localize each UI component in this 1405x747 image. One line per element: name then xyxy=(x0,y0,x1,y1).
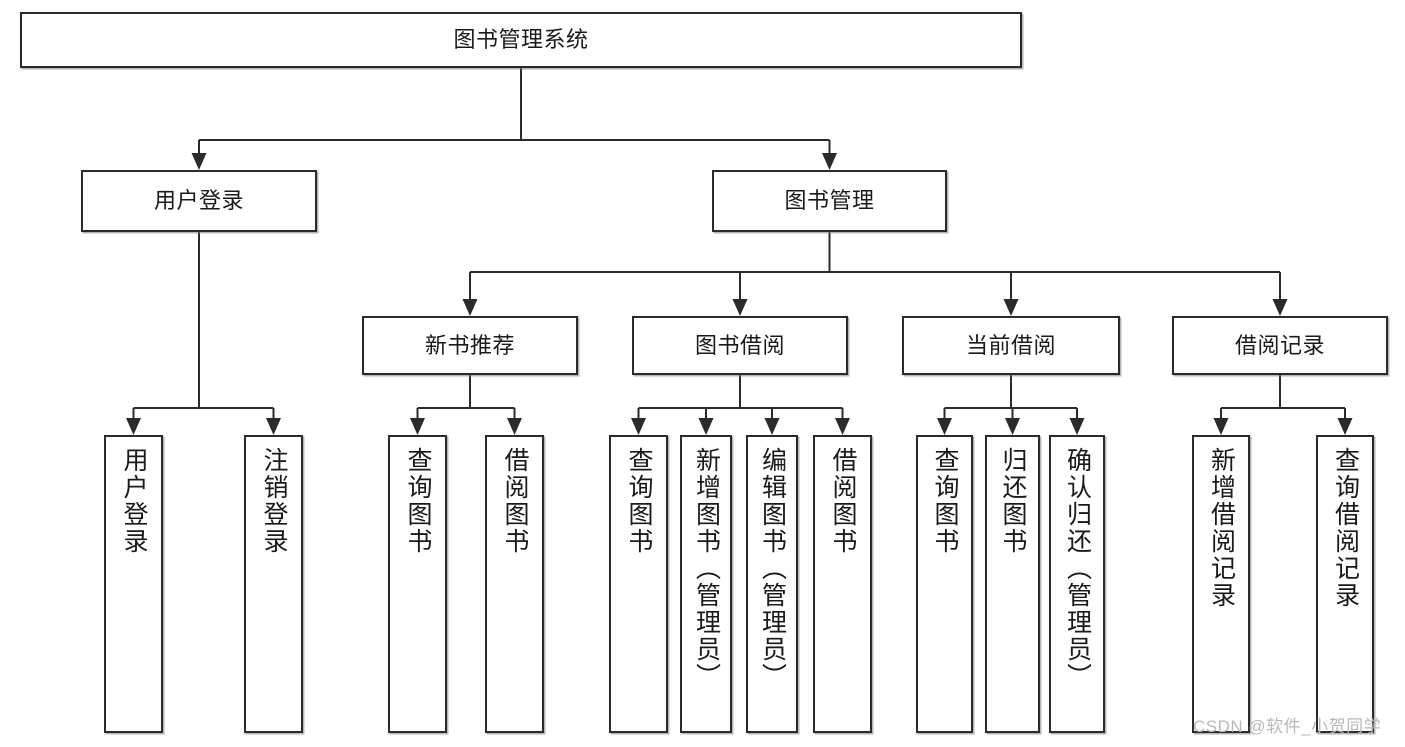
connector-arrowhead xyxy=(1069,418,1085,435)
connector-arrowhead xyxy=(1272,299,1288,316)
node-leaf-new-query: 查询图书 xyxy=(388,435,447,733)
node-label: 查询图书 xyxy=(404,447,432,555)
connector-arrowhead xyxy=(631,418,646,435)
connector-arrowhead xyxy=(410,418,425,435)
connector-arrowhead xyxy=(1213,418,1229,435)
connector-arrowhead xyxy=(937,418,952,435)
node-leaf-user-logout: 注销登录 xyxy=(244,435,303,733)
connector-arrowhead xyxy=(266,418,281,435)
node-leaf-user-login: 用户登录 xyxy=(104,435,163,733)
node-leaf-new-borrow: 借阅图书 xyxy=(485,435,544,733)
node-label: 确认归还（管理员） xyxy=(1063,447,1092,690)
node-label: 编辑图书（管理员） xyxy=(758,447,787,690)
node-label: 借阅图书 xyxy=(829,447,857,555)
node-current: 当前借阅 xyxy=(902,316,1120,375)
node-leaf-re-query: 查询借阅记录 xyxy=(1316,435,1374,733)
node-leaf-bo-query: 查询图书 xyxy=(609,435,668,733)
node-bookmgmt: 图书管理 xyxy=(712,170,947,232)
node-leaf-cu-query: 查询图书 xyxy=(916,435,973,733)
node-leaf-re-add: 新增借阅记录 xyxy=(1192,435,1250,733)
node-label: 借阅图书 xyxy=(501,447,529,555)
connector-arrowhead xyxy=(732,299,748,316)
node-leaf-cu-confirm: 确认归还（管理员） xyxy=(1049,435,1105,733)
node-leaf-cu-return: 归还图书 xyxy=(985,435,1040,733)
connector-arrowhead xyxy=(507,418,522,435)
node-label: 用户登录 xyxy=(153,188,244,214)
connector-arrowhead xyxy=(1005,418,1020,435)
node-label: 查询借阅记录 xyxy=(1331,447,1360,609)
csdn-watermark: CSDN @软件_小贺同学 xyxy=(1193,717,1382,736)
node-login: 用户登录 xyxy=(81,170,317,232)
node-label: 图书管理 xyxy=(784,188,875,214)
node-leaf-bo-edit: 编辑图书（管理员） xyxy=(746,435,798,733)
connector-arrowhead xyxy=(698,418,714,435)
node-label: 用户登录 xyxy=(120,447,148,555)
node-label: 新书推荐 xyxy=(424,332,515,358)
connector-arrowhead xyxy=(462,299,478,316)
connector-arrowhead xyxy=(191,153,207,170)
node-label: 注销登录 xyxy=(260,447,288,555)
node-label: 查询图书 xyxy=(931,447,959,555)
connector-arrowhead xyxy=(835,418,850,435)
node-label: 图书借阅 xyxy=(694,332,785,358)
node-label: 查询图书 xyxy=(625,447,653,555)
node-record: 借阅记录 xyxy=(1172,316,1388,375)
node-leaf-bo-lend: 借阅图书 xyxy=(813,435,872,733)
connector-arrowhead xyxy=(822,153,837,170)
node-label: 新增图书（管理员） xyxy=(692,447,721,690)
node-borrow: 图书借阅 xyxy=(632,316,848,375)
connector-arrowhead xyxy=(126,418,141,435)
node-leaf-bo-add: 新增图书（管理员） xyxy=(680,435,732,733)
connector-arrowhead xyxy=(764,418,780,435)
node-label: 当前借阅 xyxy=(965,332,1056,358)
node-label: 图书管理系统 xyxy=(453,27,589,53)
node-label: 借阅记录 xyxy=(1234,332,1325,358)
node-root: 图书管理系统 xyxy=(20,12,1022,68)
node-label: 新增借阅记录 xyxy=(1207,447,1236,609)
node-label: 归还图书 xyxy=(999,447,1027,555)
connector-arrowhead xyxy=(1337,418,1353,435)
node-newbook: 新书推荐 xyxy=(362,316,578,375)
connector-arrowhead xyxy=(1003,299,1019,316)
